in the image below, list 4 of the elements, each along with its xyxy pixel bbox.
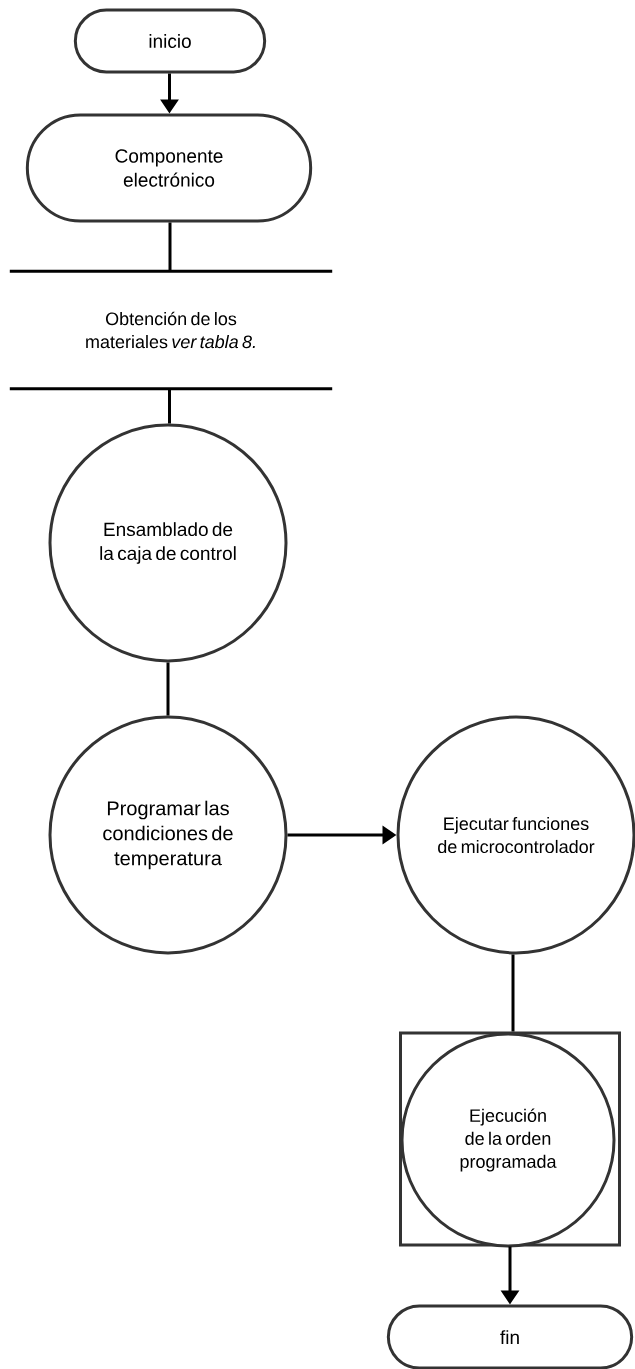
process-band: Obtención de los materiales ver tabla 8. [9,269,333,391]
terminal-box: Componente electrónico [25,113,313,223]
terminal-box: inicio [73,8,267,74]
terminal-box: fin [386,1304,634,1369]
